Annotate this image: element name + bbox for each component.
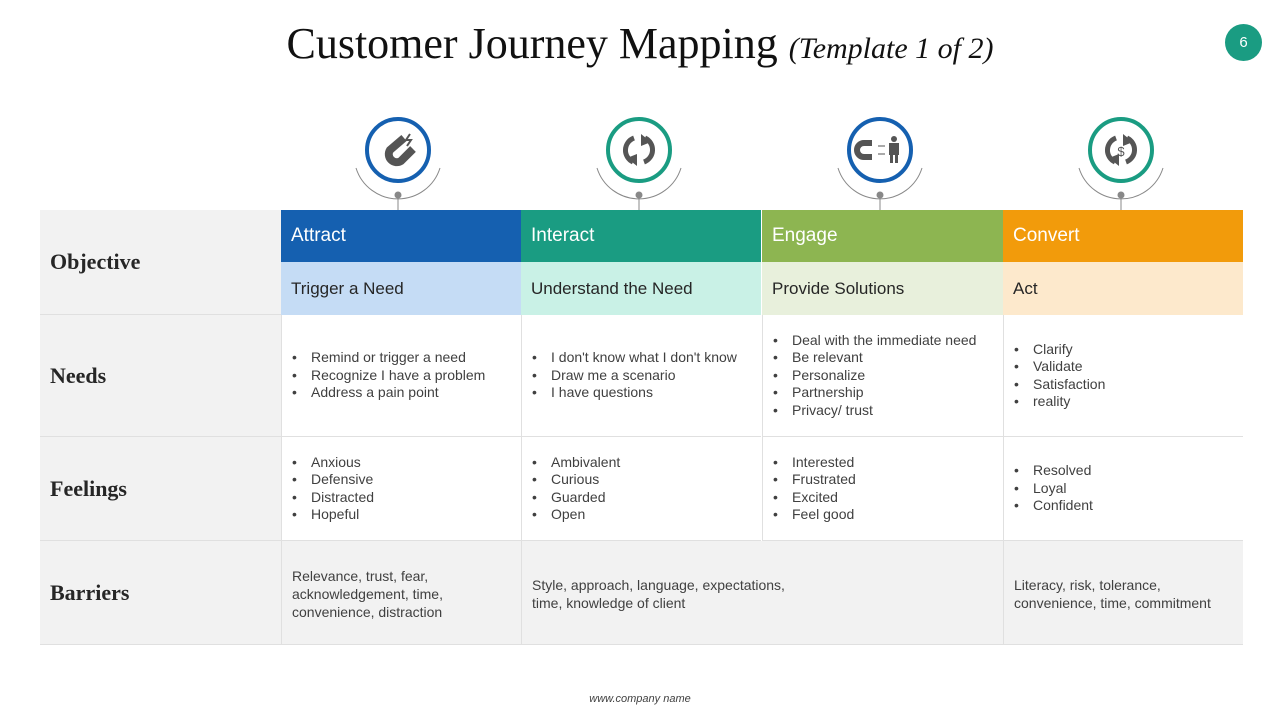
barriers-convert: Literacy, risk, tolerance, convenience, … (1003, 541, 1243, 645)
stage-feelings: ResolvedLoyalConfident (1003, 437, 1243, 541)
row-label-needs: Needs (40, 315, 281, 437)
stage-feelings: InterestedFrustratedExcitedFeel good (762, 437, 1003, 541)
list-item: Curious (532, 471, 761, 489)
list-item: Defensive (292, 471, 522, 489)
list-item: Resolved (1014, 462, 1243, 480)
list-item: Open (532, 506, 761, 524)
magnet-person-icon (837, 117, 923, 210)
dollar-cycle-icon: $ (1078, 117, 1164, 210)
row-label-barriers: Barriers (40, 541, 281, 645)
list-item: Confident (1014, 497, 1243, 515)
stage-header-attract: Attract (281, 210, 522, 262)
stage-header-convert: Convert (1003, 210, 1243, 262)
stage-header-engage: Engage (762, 210, 1003, 262)
list-item: Be relevant (773, 349, 1003, 367)
stage-feelings: AnxiousDefensiveDistractedHopeful (281, 437, 522, 541)
stage-objective: Understand the Need (521, 262, 761, 315)
list-item: Interested (773, 454, 1003, 472)
barriers-attract: Relevance, trust, fear, acknowledgement,… (281, 541, 521, 645)
list-item: reality (1014, 393, 1243, 411)
stage-needs: I don't know what I don't knowDraw me a … (521, 315, 761, 437)
list-item: Validate (1014, 358, 1243, 376)
list-item: Partnership (773, 384, 1003, 402)
list-item: Remind or trigger a need (292, 349, 522, 367)
list-item: Distracted (292, 489, 522, 507)
list-item: Privacy/ trust (773, 402, 1003, 420)
stage-feelings: AmbivalentCuriousGuardedOpen (521, 437, 761, 541)
stage-objective: Provide Solutions (762, 262, 1003, 315)
svg-text:$: $ (1117, 144, 1125, 159)
list-item: Guarded (532, 489, 761, 507)
stage-objective: Trigger a Need (281, 262, 522, 315)
stage-needs: ClarifyValidateSatisfactionreality (1003, 315, 1243, 437)
row-label-feelings: Feelings (40, 437, 281, 541)
row-label-objective: Objective (40, 210, 281, 315)
stage-icons: $ (355, 117, 1164, 210)
stage-needs: Deal with the immediate needBe relevantP… (762, 315, 1003, 437)
list-item: Feel good (773, 506, 1003, 524)
list-item: Recognize I have a problem (292, 367, 522, 385)
list-item: Ambivalent (532, 454, 761, 472)
list-item: Draw me a scenario (532, 367, 761, 385)
refresh-icon (596, 117, 682, 210)
stage-needs: Remind or trigger a needRecognize I have… (281, 315, 522, 437)
list-item: Excited (773, 489, 1003, 507)
list-item: Frustrated (773, 471, 1003, 489)
barriers-interact-engage: Style, approach, language, expectations,… (521, 541, 1003, 645)
list-item: Anxious (292, 454, 522, 472)
stage-header-interact: Interact (521, 210, 761, 262)
page-number-badge: 6 (1225, 24, 1262, 61)
stage-objective: Act (1003, 262, 1243, 315)
magnet-icon (355, 117, 441, 210)
list-item: Personalize (773, 367, 1003, 385)
list-item: I don't know what I don't know (532, 349, 761, 367)
list-item: I have questions (532, 384, 761, 402)
page-title: Customer Journey Mapping (Template 1 of … (286, 19, 994, 68)
list-item: Loyal (1014, 480, 1243, 498)
list-item: Satisfaction (1014, 376, 1243, 394)
footer-url: www.company name (589, 693, 691, 705)
list-item: Address a pain point (292, 384, 522, 402)
list-item: Hopeful (292, 506, 522, 524)
list-item: Deal with the immediate need (773, 332, 1003, 350)
list-item: Clarify (1014, 341, 1243, 359)
